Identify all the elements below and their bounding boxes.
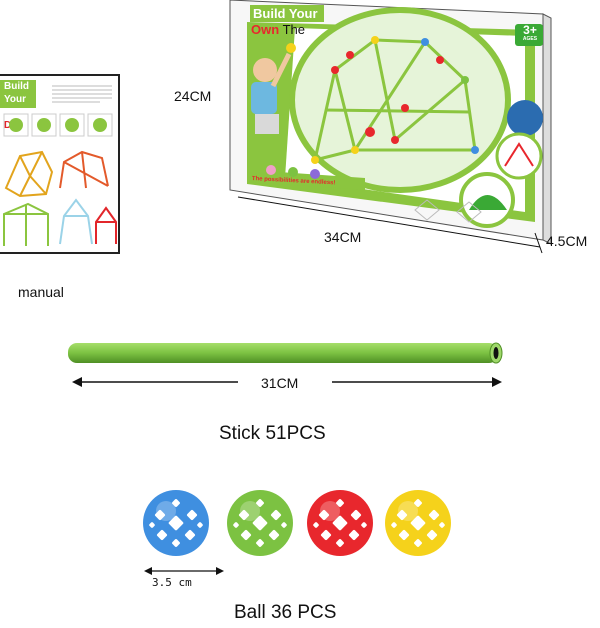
ball-green bbox=[227, 490, 293, 556]
manual-card: Build Your Own Den bbox=[0, 74, 120, 254]
ball-size-arrow bbox=[144, 567, 224, 575]
balls-row bbox=[143, 490, 451, 556]
stick-length-arrow bbox=[72, 377, 502, 387]
manual-title-own: Own bbox=[4, 107, 26, 118]
stick-caption: Stick 51PCS bbox=[219, 423, 326, 444]
box-title-line2: Own The bbox=[251, 22, 305, 37]
box-depth-label: 4.5CM bbox=[546, 233, 588, 249]
box-width-label: 34CM bbox=[324, 229, 362, 245]
ball-size-label: 3.5 cm bbox=[152, 576, 192, 589]
box-dimension-lines bbox=[237, 196, 543, 254]
product-box-image bbox=[229, 0, 552, 245]
ball-red bbox=[307, 490, 373, 556]
box-title-the: The bbox=[282, 22, 305, 37]
manual-illustration bbox=[3, 85, 117, 246]
stick-length-label: 31CM bbox=[261, 375, 299, 391]
box-title-line1: Build Your bbox=[250, 5, 324, 22]
age-badge: 3+ AGES bbox=[516, 24, 544, 42]
box-title-own: Own bbox=[251, 22, 280, 37]
manual-caption: manual bbox=[18, 284, 64, 300]
ball-blue bbox=[143, 490, 209, 556]
manual-title-line1: Build Your bbox=[4, 81, 29, 105]
ball-caption: Ball 36 PCS bbox=[234, 602, 337, 623]
age-badge-sub: AGES bbox=[522, 36, 538, 42]
age-badge-number: 3+ bbox=[523, 23, 537, 37]
stick-image bbox=[68, 342, 503, 364]
box-height-label: 24CM bbox=[174, 88, 212, 104]
ball-yellow bbox=[385, 490, 451, 556]
